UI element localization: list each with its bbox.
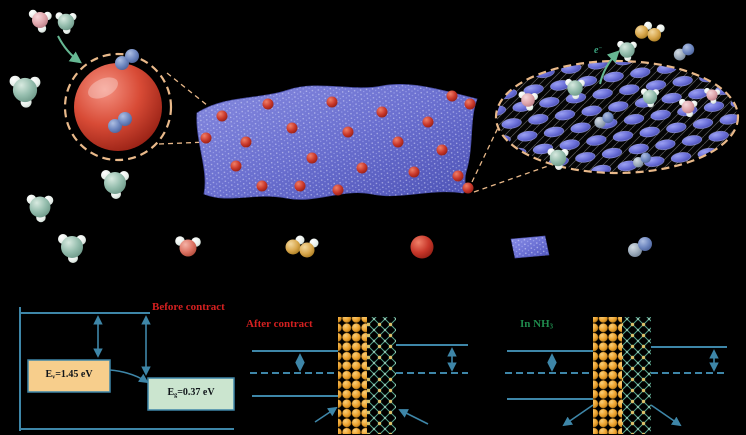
nanosheet <box>196 83 478 200</box>
red-nanoparticle <box>74 63 162 151</box>
legend-row <box>58 234 652 263</box>
lattice-zoom-inset <box>494 21 740 175</box>
metal-lattice-column <box>338 317 367 434</box>
bandgap-value: Eg=0.37 eV <box>167 387 215 399</box>
bandgap-box <box>147 377 235 411</box>
nanoparticle-highlight <box>88 77 118 99</box>
adsorption-arrow <box>57 35 82 64</box>
valence-level-value: Ev=1.45 eV <box>45 369 93 381</box>
semiconductor-lattice-column <box>367 317 396 434</box>
ammonia-molecule-icon <box>617 40 637 62</box>
ammonia-molecule-icon <box>101 170 129 199</box>
band-diagram-after <box>250 317 468 434</box>
water-molecule-icon <box>175 236 201 257</box>
semiconductor-lattice-column <box>622 317 651 434</box>
diatomic-molecule-icon <box>673 43 695 61</box>
ammonia-molecule-icon <box>26 194 54 223</box>
nanosheet-icon <box>510 235 550 259</box>
band-diagram-in-nh3 <box>505 317 727 434</box>
before-contact-label: Before contract <box>152 301 225 313</box>
ammonia-molecule-icon <box>55 12 77 34</box>
dashed-zoom-circle <box>63 52 173 162</box>
after-contact-label: After contract <box>246 318 313 330</box>
valence-level-box <box>27 359 111 393</box>
sulfide-molecule-icon <box>285 235 319 258</box>
diatomic-molecule-icon <box>628 237 652 257</box>
band-transition-arrow <box>109 369 149 384</box>
water-molecule-icon <box>28 9 52 33</box>
in-nh3-label: In NH3 <box>520 318 554 331</box>
ammonia-molecule-icon <box>9 75 41 108</box>
band-diagram-before <box>19 307 235 431</box>
metal-lattice-column <box>593 317 622 434</box>
ammonia-molecule-icon <box>58 234 86 263</box>
nanoparticle-icon <box>410 235 434 259</box>
electron-label: e− <box>594 45 603 56</box>
nanoparticle-zoom-region <box>9 9 173 223</box>
sulfide-molecule-icon <box>634 21 665 42</box>
zoom-connectors <box>158 72 549 193</box>
electron-transfer-arrow <box>599 50 620 85</box>
